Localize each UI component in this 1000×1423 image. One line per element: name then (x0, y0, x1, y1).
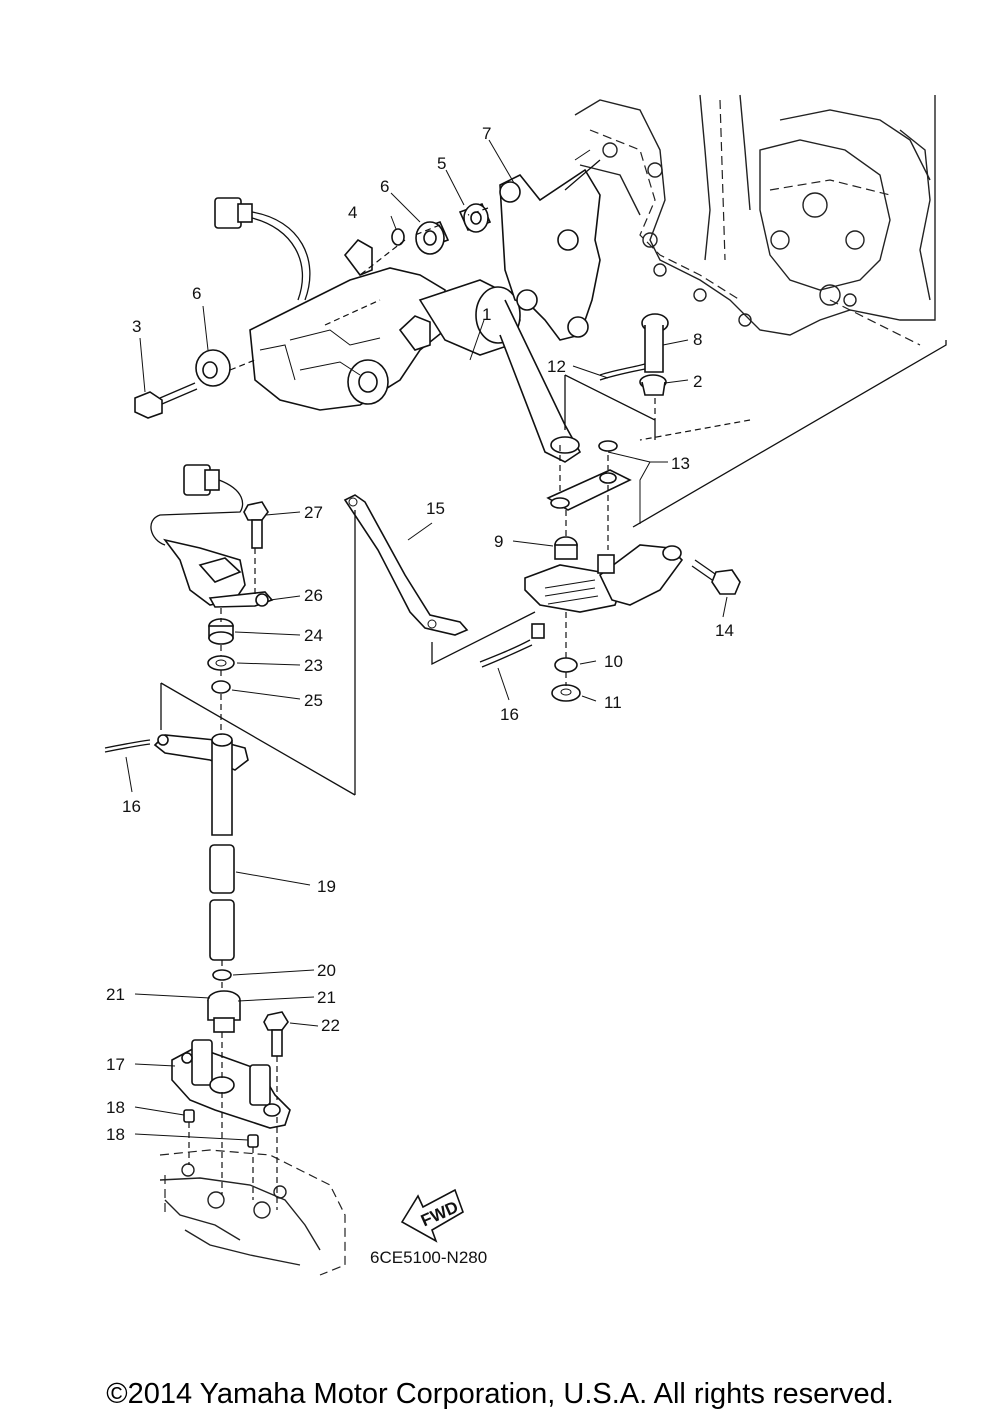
callout-17: 17 (106, 1055, 125, 1074)
bolt-part-14 (691, 559, 741, 595)
callout-25: 25 (304, 691, 323, 710)
callout-12: 12 (547, 357, 566, 376)
pin-bush-clip (599, 313, 669, 396)
shift-lever-assembly (524, 536, 684, 613)
shift-rod-lever-left (104, 733, 249, 836)
callout-16-left: 16 (122, 797, 141, 816)
callout-27: 27 (304, 503, 323, 522)
callout-4: 4 (348, 203, 357, 222)
callout-7: 7 (482, 124, 491, 143)
bushing-stack-top (391, 202, 492, 255)
alignment-lines (188, 207, 751, 1210)
rod-part-15 (343, 494, 469, 636)
callout-18-bottom: 18 (106, 1125, 125, 1144)
callout-1: 1 (482, 305, 491, 324)
callout-5: 5 (437, 154, 446, 173)
callout-22: 22 (321, 1016, 340, 1035)
lower-housing-outline (159, 1149, 346, 1276)
callout-6-top: 6 (380, 177, 389, 196)
link-part-13 (546, 440, 632, 511)
callout-13: 13 (671, 454, 690, 473)
shift-actuator-assembly (249, 238, 582, 463)
collar-part-21 (207, 990, 241, 1033)
clip-16-middle (479, 623, 545, 668)
callout-8: 8 (693, 330, 702, 349)
washers-10-11 (551, 657, 581, 702)
callout-18-top: 18 (106, 1098, 125, 1117)
callout-10: 10 (604, 652, 623, 671)
wiring-connector-top (214, 197, 311, 301)
copyright-notice: ©2014 Yamaha Motor Corporation, U.S.A. A… (106, 1378, 894, 1410)
callout-labels: 7 5 6 4 6 3 1 8 12 2 13 15 27 9 26 14 24… (106, 124, 734, 1144)
bolt-part-22 (263, 1011, 289, 1057)
callout-2: 2 (693, 372, 702, 391)
callout-15: 15 (426, 499, 445, 518)
callout-23: 23 (304, 656, 323, 675)
bracket-part-7 (499, 149, 601, 341)
callout-21-right: 21 (317, 988, 336, 1007)
callout-3: 3 (132, 317, 141, 336)
callout-19: 19 (317, 877, 336, 896)
leader-lines (125, 139, 728, 1141)
assembly-lines (160, 159, 947, 796)
callout-24: 24 (304, 626, 323, 645)
bolt-part-27 (243, 501, 269, 549)
callout-16-middle: 16 (500, 705, 519, 724)
position-sensor-assembly (150, 464, 274, 608)
shift-rod-part-19 (209, 844, 235, 981)
bracket-part-17 (171, 1039, 291, 1129)
callout-6-left: 6 (192, 284, 201, 303)
callout-11: 11 (604, 693, 622, 712)
callout-14: 14 (715, 621, 734, 640)
fwd-arrow-icon: FWD (400, 1188, 464, 1243)
engine-block-outline (574, 94, 936, 346)
callout-20: 20 (317, 961, 336, 980)
callout-21-left: 21 (106, 985, 125, 1004)
callout-26: 26 (304, 586, 323, 605)
bolt-grommet-left (134, 349, 231, 419)
callout-9: 9 (494, 532, 503, 551)
diagram-code: 6CE5100-N280 (370, 1248, 487, 1267)
bushing-stack-left (207, 618, 235, 694)
